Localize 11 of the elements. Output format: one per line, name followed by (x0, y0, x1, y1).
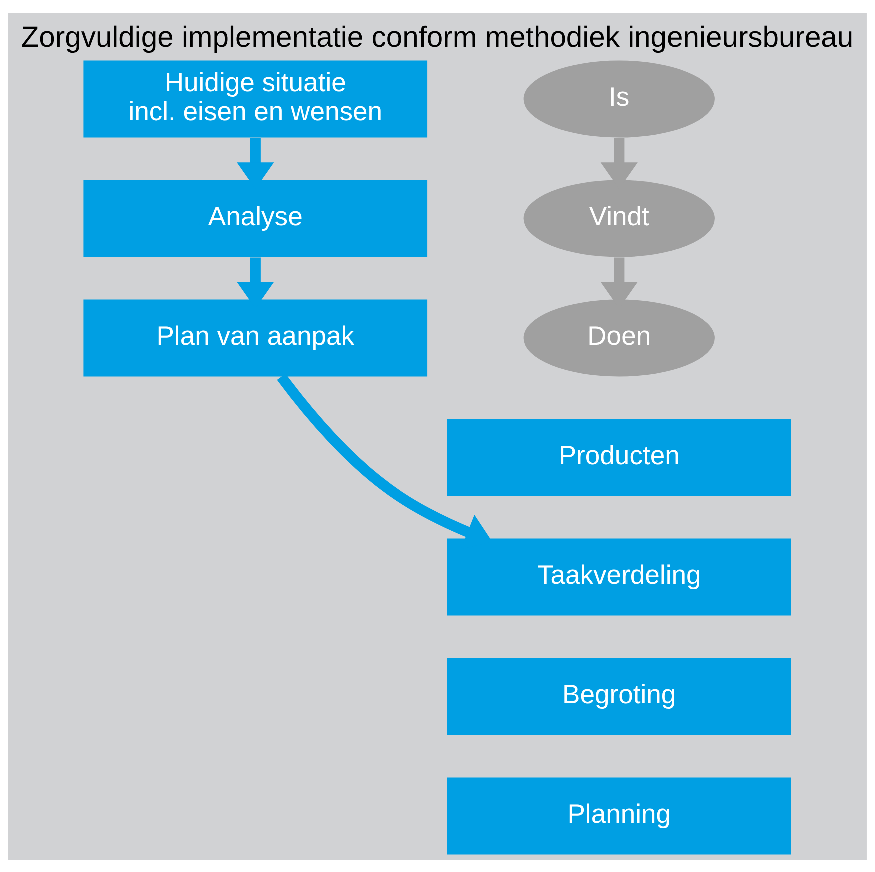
node-box: Analyse (84, 180, 428, 257)
node-ellipse: Is (524, 60, 715, 138)
node-box: Begroting (447, 658, 792, 735)
node-ellipse: Doen (524, 299, 715, 376)
diagram-title: Zorgvuldige implementatie conform methodiek ingenieursbureau (21, 21, 854, 54)
node-box: Plan van aanpak (84, 299, 428, 376)
node-box: Taakverdeling (447, 538, 792, 616)
node-ellipse: Vindt (524, 180, 715, 257)
node-box: Producten (447, 418, 792, 496)
node-box: Huidige situatie incl. eisen en wensen (84, 60, 428, 138)
node-box: Planning (447, 777, 792, 854)
